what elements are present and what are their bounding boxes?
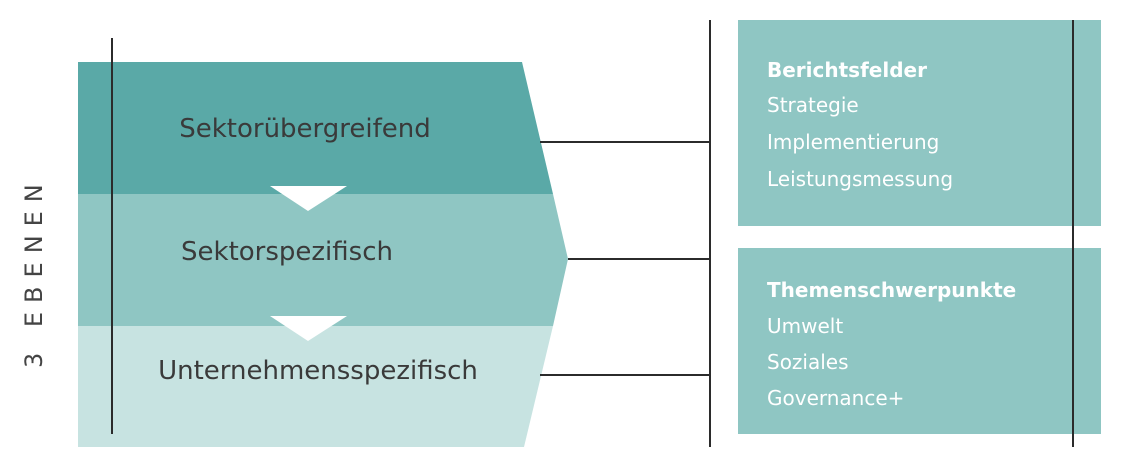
box-item: Leistungsmessung (767, 167, 953, 191)
down-arrow-icon (270, 316, 347, 341)
side-label-levels: 3 EBENEN (20, 175, 48, 368)
level-label-sector-specific: Sektorspezifisch (181, 237, 393, 267)
box-heading-reporting-fields: Berichtsfelder (767, 58, 927, 82)
level-label-company-specific: Unternehmensspezifisch (158, 356, 478, 386)
box-item: Umwelt (767, 314, 843, 338)
box-reporting-fields (738, 20, 1101, 226)
level-band-cross-sector (78, 62, 553, 194)
box-item: Governance+ (767, 386, 904, 410)
box-heading-focus-topics: Themenschwerpunkte (767, 278, 1016, 302)
box-item: Strategie (767, 93, 859, 117)
box-item: Implementierung (767, 130, 939, 154)
level-band-company-specific (78, 326, 553, 447)
level-label-cross-sector: Sektorübergreifend (179, 114, 431, 144)
level-band-sector-specific (78, 194, 568, 326)
box-item: Soziales (767, 350, 849, 374)
box-focus-topics (738, 248, 1101, 434)
down-arrow-icon (270, 186, 347, 211)
